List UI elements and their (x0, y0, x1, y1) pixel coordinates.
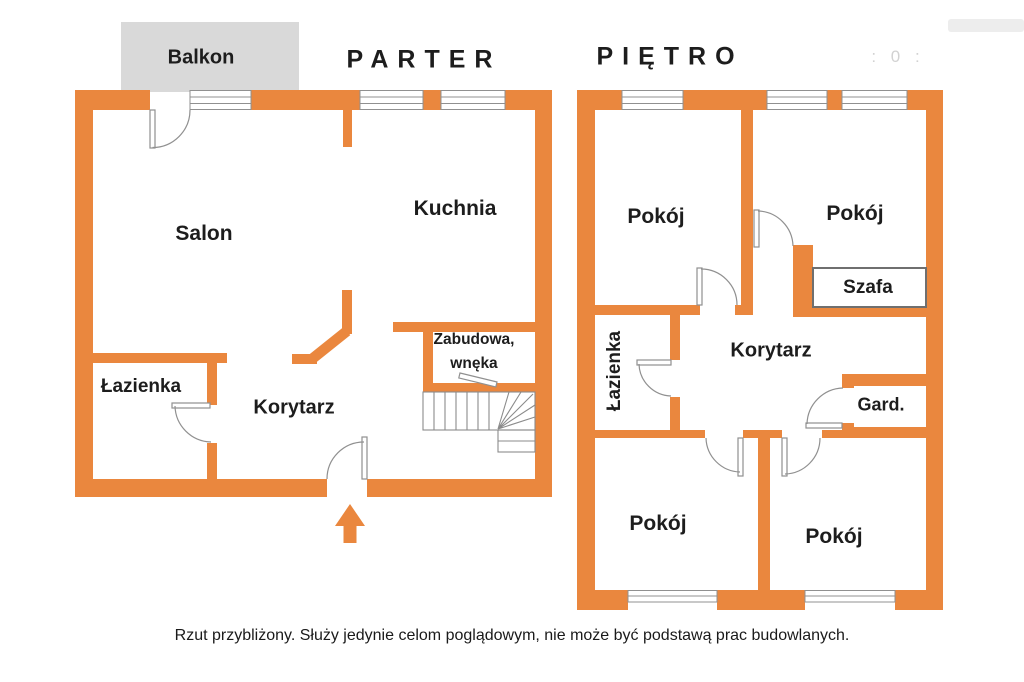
door-leaf (149, 109, 156, 149)
interior-wall (743, 430, 782, 438)
disclaimer-text: Rzut przybliżony. Służy jedynie celom po… (174, 627, 850, 644)
room-label-salon: Salon (175, 222, 233, 245)
interior-wall (670, 397, 680, 432)
stairs (422, 391, 536, 453)
interior-wall (813, 307, 926, 317)
outer-wall (717, 590, 805, 610)
door-leaf (753, 209, 760, 248)
entrance-arrow-icon (335, 504, 365, 543)
window (621, 90, 684, 110)
room-label-kuchnia: Kuchnia (413, 197, 497, 220)
room-label-lazienka-parter: Łazienka (100, 376, 182, 397)
outer-wall (75, 90, 93, 497)
pietro-walls (577, 90, 943, 610)
outer-wall (926, 90, 943, 610)
interior-wall (393, 322, 535, 332)
interior-wall-diagonal (308, 326, 351, 364)
outer-wall (895, 590, 943, 610)
room-label-pokoj-top-right: Pokój (826, 202, 884, 225)
room-label-lazienka-pietro: Łazienka (604, 330, 625, 412)
door-swing-arc (638, 363, 672, 397)
outer-wall (367, 479, 552, 497)
outer-wall (251, 90, 360, 110)
outer-wall (683, 90, 767, 110)
interior-wall (595, 305, 700, 315)
window (189, 90, 252, 110)
interior-wall (292, 354, 317, 364)
door-swing-arc (784, 437, 821, 475)
window (627, 590, 718, 603)
interior-wall (343, 110, 352, 147)
outer-wall (75, 479, 327, 497)
door-leaf (696, 267, 703, 306)
door-swing-arc (806, 387, 844, 425)
interior-wall (793, 245, 813, 317)
door-leaf (636, 359, 672, 366)
parter-doors (149, 109, 498, 480)
door-swing-arc (757, 210, 794, 247)
door-leaf (737, 437, 744, 477)
zabudowa-line2: wnęka (450, 355, 498, 372)
interior-wall (735, 305, 753, 315)
room-label-pokoj-bottom-right: Pokój (805, 525, 863, 548)
interior-wall (433, 383, 535, 392)
door-swing-arc (705, 437, 741, 473)
stairs-winder (497, 391, 536, 442)
interior-wall (595, 430, 705, 438)
room-label-korytarz-pietro: Korytarz (730, 339, 812, 362)
outer-wall (535, 90, 552, 497)
room-label-pokoj-bottom-left: Pokój (629, 512, 687, 535)
door-swing-arc (700, 268, 738, 306)
outer-wall (827, 90, 842, 110)
room-label-szafa: Szafa (843, 277, 893, 298)
interior-wall (207, 443, 217, 479)
door-leaf (171, 402, 211, 409)
interior-wall (822, 430, 842, 438)
door-swing-arc (174, 405, 212, 443)
room-label-pokoj-top-left: Pokój (627, 205, 685, 228)
window (766, 90, 828, 110)
floor-title-parter: PARTER (346, 45, 502, 74)
window (359, 90, 424, 110)
door-swing-arc (326, 441, 365, 480)
interior-wall (842, 427, 926, 438)
pietro-doors (636, 209, 844, 477)
door-leaf (361, 436, 368, 480)
interior-wall (670, 315, 680, 360)
room-label-zabudowa: Zabudowa, wnęka (409, 328, 539, 376)
interior-wall (741, 110, 753, 315)
szafa-closet-box (812, 267, 927, 308)
stairs-flight (422, 391, 536, 431)
interior-wall (423, 332, 433, 392)
interior-wall (93, 353, 227, 363)
zabudowa-line1: Zabudowa, (433, 331, 515, 348)
outer-wall (577, 590, 628, 610)
parter-walls (75, 90, 552, 497)
outer-wall (577, 90, 595, 610)
window (440, 90, 506, 110)
outer-wall (423, 90, 441, 110)
label-balkon: Balkon (167, 46, 235, 69)
watermark: : 0 : (871, 47, 925, 66)
window (841, 90, 908, 110)
room-label-korytarz-parter: Korytarz (253, 396, 335, 419)
balcony-area (121, 22, 299, 92)
stairs-treads (433, 392, 490, 430)
interior-wall (842, 374, 854, 388)
door-swing-arc (152, 109, 191, 149)
outer-wall (75, 90, 150, 110)
interior-wall (842, 374, 926, 386)
interior-wall (207, 363, 217, 405)
window (804, 590, 896, 603)
door-leaf (805, 422, 843, 429)
nook-door-leaf (458, 372, 498, 388)
windows (189, 90, 908, 603)
door-leaf (781, 437, 788, 477)
room-label-gard: Gard. (857, 394, 905, 415)
floor-title-pietro: PIĘTRO (596, 42, 744, 71)
interior-wall (758, 438, 770, 590)
watermark-streak (948, 19, 1024, 32)
interior-wall (342, 290, 352, 334)
